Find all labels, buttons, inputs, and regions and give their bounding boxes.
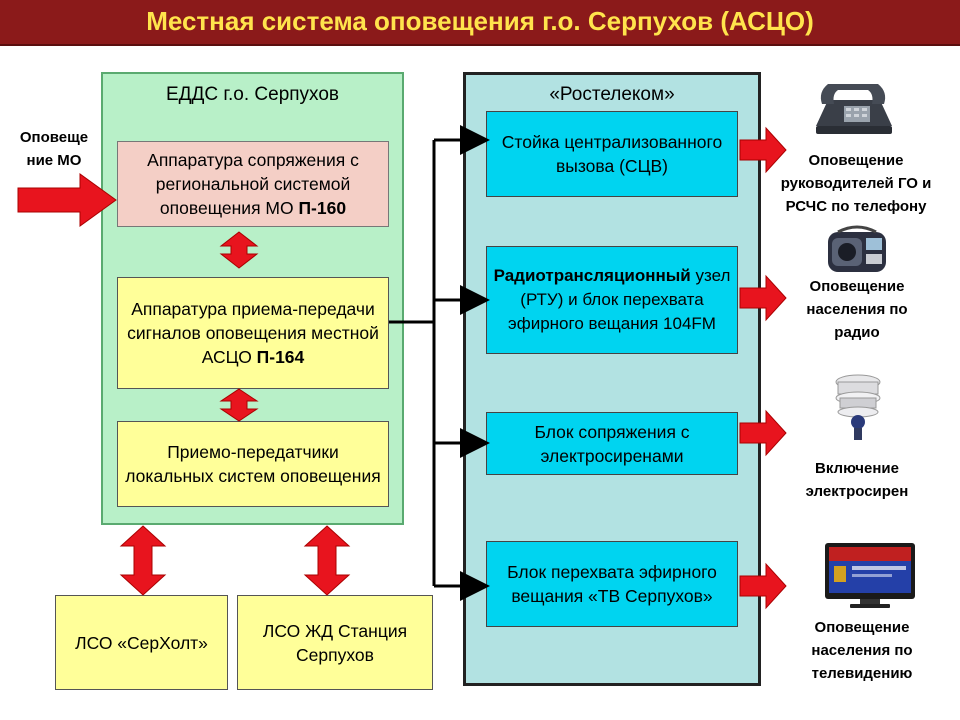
- double-arrow-1: [219, 231, 259, 269]
- double-arrow-lso-1: [119, 525, 167, 596]
- double-arrow-2: [219, 388, 259, 422]
- box-sirens: Блок сопряжения с электросиренами: [486, 412, 738, 475]
- page-title: Местная система оповещения г.о. Серпухов…: [146, 6, 814, 36]
- box-rtu: Радиотрансляционный узел (РТУ) и блок пе…: [486, 246, 738, 354]
- tv-icon: [825, 543, 915, 608]
- output-label-radio: Оповещение населения по радио: [806, 278, 908, 341]
- output-label-sirens: Включение электросирен: [805, 460, 909, 500]
- box-scv: Стойка централизованного вызова (СЦВ): [486, 111, 738, 197]
- title-bar: [0, 0, 960, 46]
- edds-title: ЕДДС г.о. Серпухов: [165, 84, 339, 105]
- box-p160-text: Аппаратура сопряжения с региональной сис…: [147, 150, 359, 218]
- box-transceivers: Приемо-передатчики локальных систем опов…: [117, 421, 389, 507]
- box-sirens-text: Блок сопряжения с электросиренами: [534, 421, 690, 466]
- lso-serholt-text: ЛСО «СерХолт»: [75, 632, 208, 653]
- siren-icon: [835, 374, 881, 440]
- output-label-phone: Оповещение руководителей ГО и РСЧС по те…: [780, 152, 932, 215]
- box-transceivers-text: Приемо-передатчики локальных систем опов…: [125, 442, 381, 486]
- box-p164: Аппаратура приема-передачи сигналов опов…: [117, 277, 389, 389]
- box-p160: Аппаратура сопряжения с региональной сис…: [117, 141, 389, 227]
- radio-icon: [828, 225, 886, 272]
- box-scv-text: Стойка централизованного вызова (СЦВ): [501, 132, 723, 176]
- box-rtu-text: Радиотрансляционный узел (РТУ) и блок пе…: [493, 266, 731, 333]
- double-arrow-lso-2: [303, 525, 351, 596]
- box-tv-intercept: Блок перехвата эфирного вещания «ТВ Серп…: [486, 541, 738, 627]
- output-arrow-3: [739, 409, 787, 457]
- box-tv-text: Блок перехвата эфирного вещания «ТВ Серп…: [507, 562, 717, 606]
- lso-railway-station: ЛСО ЖД Станция Серпухов: [237, 595, 433, 690]
- output-arrow-4: [739, 562, 787, 610]
- output-arrow-2: [739, 274, 787, 322]
- input-arrow: [17, 173, 117, 227]
- lso-railway-text: ЛСО ЖД Станция Серпухов: [262, 620, 408, 665]
- rostelecom-title: «Ростелеком»: [549, 84, 675, 105]
- lso-serholt: ЛСО «СерХолт»: [55, 595, 228, 690]
- box-p164-text: Аппаратура приема-передачи сигналов опов…: [127, 299, 379, 367]
- input-label: Оповеще ние МО: [19, 129, 89, 169]
- telephone-icon: [816, 84, 892, 134]
- output-arrow-1: [739, 126, 787, 174]
- output-label-tv: Оповещение населения по телевидению: [811, 619, 913, 682]
